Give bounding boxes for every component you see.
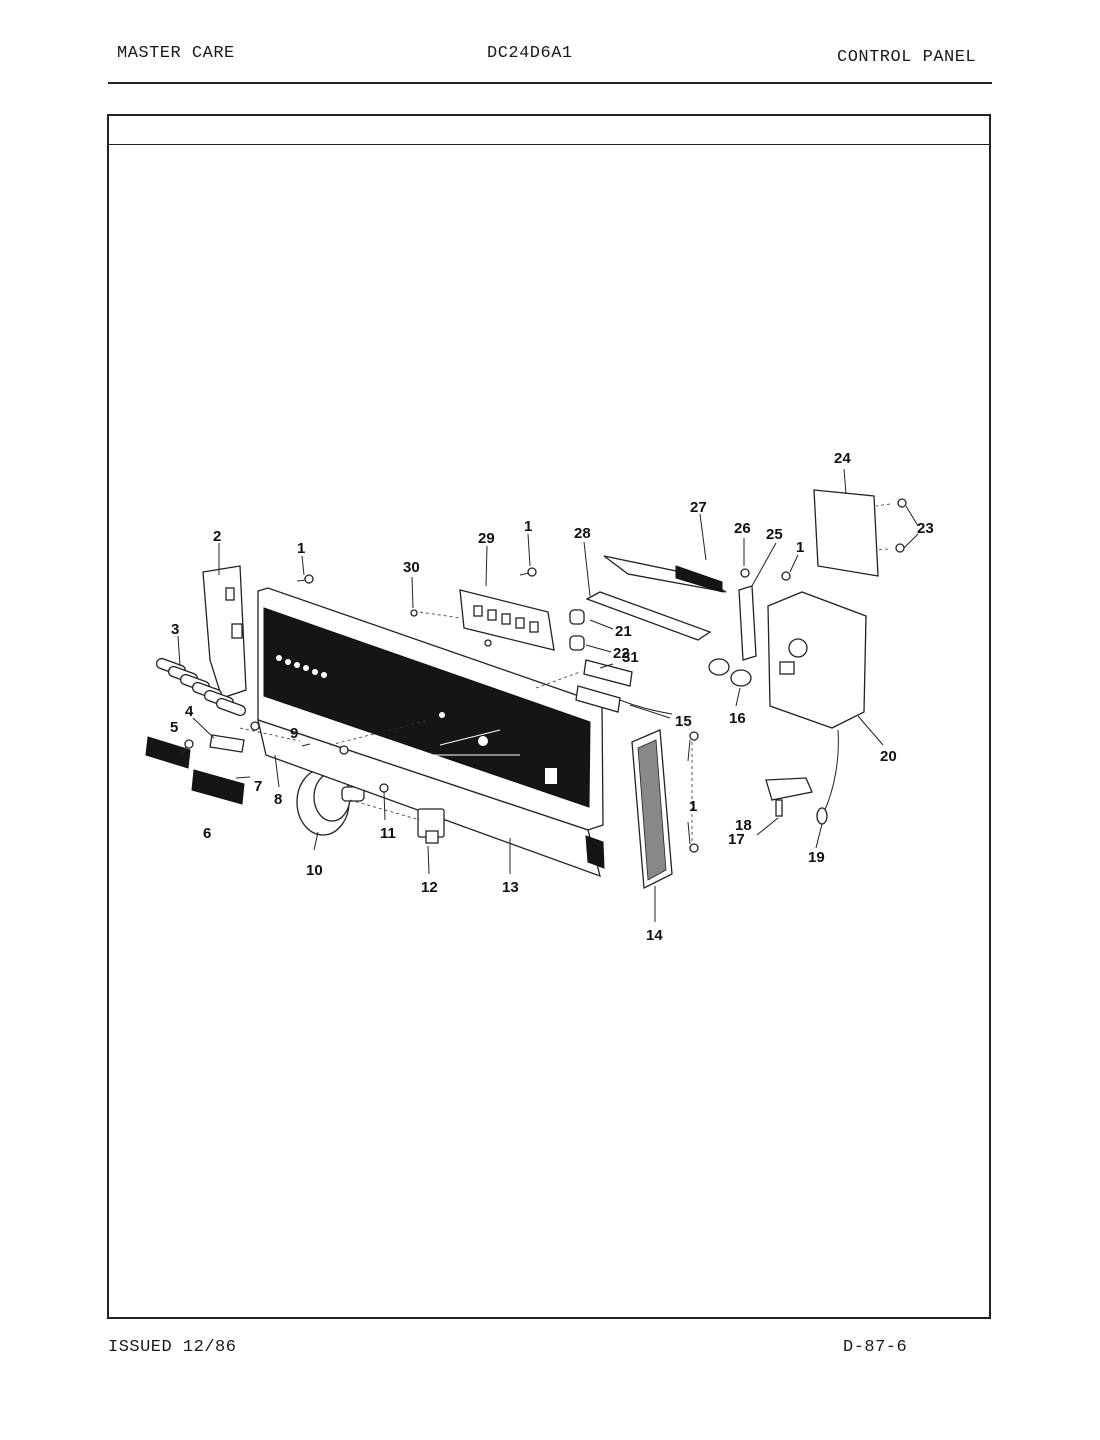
part-timer-motor [767, 591, 867, 729]
part-indicator-lens [209, 721, 260, 753]
callout-14: 14 [646, 927, 663, 944]
callout-29: 29 [478, 530, 495, 547]
callout-11: 11 [380, 825, 396, 842]
part-rocker-switch [417, 808, 445, 844]
part-timer-knob [296, 768, 365, 836]
header-brand: MASTER CARE [117, 44, 235, 63]
callout-1-fourth: 1 [689, 798, 697, 815]
callout-25: 25 [766, 526, 783, 543]
callout-6: 6 [203, 825, 211, 842]
callout-26: 26 [734, 520, 751, 537]
part-capacitor [708, 658, 752, 687]
part-circuit-board [459, 589, 555, 651]
callout-5: 5 [170, 719, 178, 736]
callout-16: 16 [729, 710, 746, 727]
callout-24: 24 [834, 450, 851, 467]
header-rule [108, 82, 992, 84]
part-control-panel [257, 587, 605, 878]
callout-leader-lines [177, 468, 919, 922]
part-end-panel-right [631, 729, 673, 890]
callout-3: 3 [171, 621, 179, 638]
header-section-title: CONTROL PANEL [837, 48, 977, 67]
callout-1: 1 [297, 540, 305, 557]
assembly-guide-lines [239, 503, 891, 842]
diagram-frame [107, 114, 991, 1319]
callout-19: 19 [808, 849, 825, 866]
callout-21: 21 [615, 623, 632, 640]
part-timer-cover [813, 489, 879, 577]
frame-title-band [109, 144, 989, 145]
part-connector-plug [765, 729, 839, 825]
callout-12: 12 [421, 879, 438, 896]
callout-17: 17 [728, 831, 745, 848]
callout-7: 7 [254, 778, 262, 795]
callout-13: 13 [502, 879, 519, 896]
footer-issue-date: ISSUED 12/86 [108, 1338, 237, 1357]
part-mounting-strip [585, 591, 712, 641]
callout-30: 30 [403, 559, 420, 576]
callout-23: 23 [917, 520, 934, 537]
callout-2: 2 [213, 528, 221, 545]
callout-9: 9 [290, 725, 298, 742]
callout-22: 22 [613, 645, 630, 662]
callout-8: 8 [274, 791, 282, 808]
part-relays [569, 609, 673, 715]
callout-28: 28 [574, 525, 591, 542]
callout-1-second: 1 [524, 518, 532, 535]
part-push-buttons [155, 657, 247, 717]
footer-page-code: D-87-6 [843, 1338, 908, 1357]
callout-18: 18 [735, 817, 752, 834]
callout-4: 4 [185, 703, 194, 720]
callout-1-third: 1 [796, 539, 804, 556]
part-terminal-block [603, 555, 727, 593]
callout-20: 20 [880, 748, 897, 765]
callout-labels: 1 2 3 4 5 6 7 8 9 10 11 12 13 14 15 16 1… [170, 450, 934, 944]
part-switch-blocks [145, 736, 245, 805]
callout-31: 31 [622, 649, 639, 666]
part-end-bracket-left [202, 565, 247, 699]
part-terminal-strip [738, 568, 757, 661]
header-model-number: DC24D6A1 [487, 44, 573, 63]
callout-15: 15 [675, 713, 692, 730]
callout-27: 27 [690, 499, 707, 516]
callout-10: 10 [306, 862, 323, 879]
